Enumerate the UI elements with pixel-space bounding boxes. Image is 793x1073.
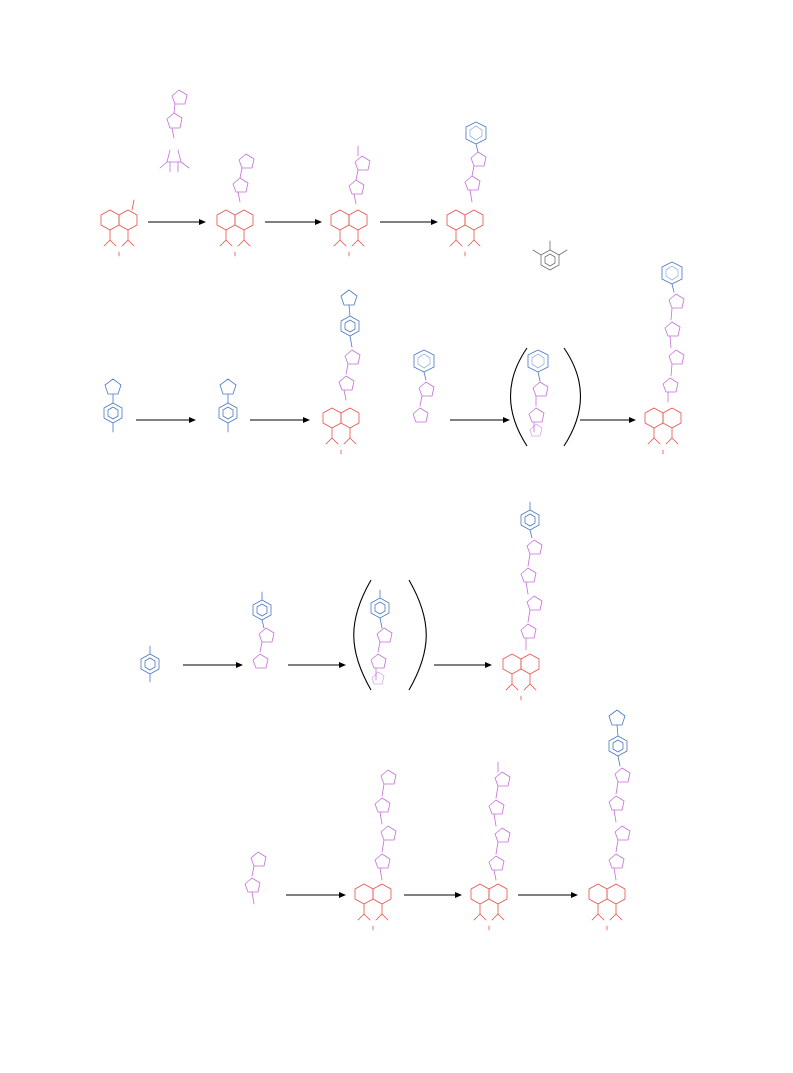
row-3 — [140, 501, 543, 701]
naphthalimide-pyrrolidinyl-5 — [322, 289, 361, 455]
row-4 — [244, 709, 631, 931]
row-2 — [103, 261, 685, 455]
bracket-intermediate-2 — [353, 579, 427, 691]
bithiophene-reagent — [244, 851, 267, 905]
naphthalimide-quaterthiophene-tolyl-7 — [502, 501, 543, 701]
reaction-arrow-8 — [183, 662, 243, 668]
thiophene-boronate-reagent — [159, 89, 190, 173]
reaction-arrow-11 — [286, 892, 346, 898]
naphthalimide-quaterthiophene-pyrrolidinyl-10 — [588, 709, 631, 931]
naphthalimide-core-1 — [100, 199, 138, 257]
row-1 — [100, 89, 568, 271]
bracket-intermediate-1 — [510, 347, 581, 447]
trimethylbenzene — [532, 240, 568, 271]
naphthalimide-quaterthiophene-6 — [644, 261, 685, 455]
reaction-arrow-7 — [580, 417, 636, 423]
naphthalimide-quaterthiophene-9 — [470, 761, 511, 931]
pyrrolidinyl-toluene-2 — [218, 378, 238, 433]
naphthalimide-bithiophene-2 — [216, 153, 255, 257]
reaction-arrow-13 — [518, 892, 578, 898]
phenyl-bithiophene-reagent — [412, 349, 435, 423]
reaction-arrow-9 — [288, 662, 346, 668]
reaction-arrow-10 — [434, 662, 492, 668]
reaction-arrow-3 — [380, 219, 438, 225]
reaction-arrow-4 — [136, 417, 196, 423]
naphthalimide-bithiophene-3 — [330, 145, 371, 257]
reaction-arrow-5 — [250, 417, 310, 423]
pyrrolidinyl-toluene-1 — [103, 378, 123, 433]
naphthalimide-quaterthiophene-8 — [354, 769, 397, 931]
xylene-reagent — [140, 645, 160, 683]
reaction-arrow-6 — [450, 417, 510, 423]
reaction-arrow-12 — [404, 892, 462, 898]
reaction-arrow-2 — [265, 219, 322, 225]
reaction-arrow-1 — [148, 219, 206, 225]
naphthalimide-phenyl-4 — [446, 121, 487, 257]
tolyl-bithiophene — [252, 591, 275, 669]
